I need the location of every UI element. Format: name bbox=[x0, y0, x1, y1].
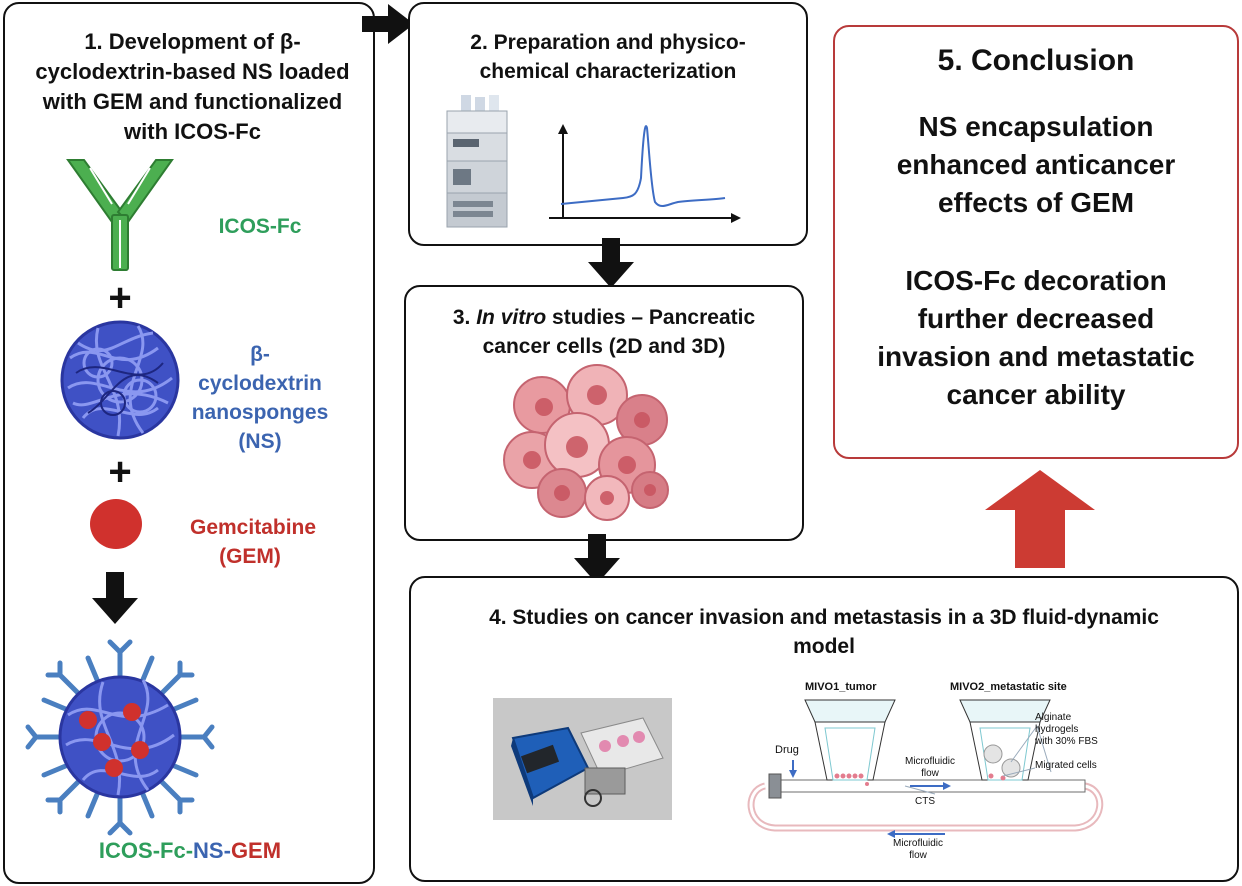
conclusion-para1: NS encapsulation enhanced anticancer eff… bbox=[836, 108, 1236, 222]
drug-label: Drug bbox=[775, 744, 799, 756]
flow-word: flow bbox=[921, 768, 939, 779]
gem-label: Gemcitabine (GEM) bbox=[190, 513, 317, 571]
icos-fc-label: ICOS-Fc bbox=[218, 215, 302, 238]
panel1-title-line: 1. Development of β- bbox=[84, 29, 301, 54]
panel1-title-line: cyclodextrin-based NS loaded bbox=[35, 59, 350, 84]
panel3-title-rest: studies – Pancreatic bbox=[546, 306, 756, 329]
migrated-cells-label: Migrated cells bbox=[1035, 760, 1097, 771]
conclusion-para1-line: enhanced anticancer bbox=[896, 149, 1176, 180]
bioreactor-device-image bbox=[493, 698, 672, 820]
down-arrow-icon bbox=[588, 238, 634, 288]
mivo1-label: MIVO1_tumor bbox=[805, 681, 877, 693]
gem-label-line: Gemcitabine bbox=[190, 516, 317, 539]
panel4-title-line: 4. Studies on cancer invasion and metast… bbox=[489, 606, 1159, 629]
panel2-title-line: chemical characterization bbox=[479, 60, 737, 83]
ns-label-line: (NS) bbox=[238, 430, 282, 453]
alginate-line: Alginate hydrogels bbox=[1035, 712, 1079, 735]
microfluidic-schematic: MIVO1_tumor MIVO2_metastatic site Drug M… bbox=[745, 678, 1115, 868]
mivo2-label: MIVO2_metastatic site bbox=[950, 681, 1067, 693]
alginate-line: with 30% FBS bbox=[1035, 736, 1098, 747]
conclusion-para2-line: cancer ability bbox=[946, 379, 1126, 410]
ns-label: β-cyclodextrin nanosponges (NS) bbox=[190, 340, 330, 456]
panel1-title-line: with GEM and functionalized bbox=[42, 89, 343, 114]
cancer-cells-cluster-icon bbox=[503, 364, 669, 521]
gem-label-line: (GEM) bbox=[219, 545, 281, 568]
microfluidic-word: Microfluidic bbox=[893, 838, 944, 849]
plus-sign: + bbox=[108, 450, 132, 494]
final-label-icos: ICOS-Fc bbox=[98, 838, 186, 863]
cts-label: CTS bbox=[915, 796, 935, 807]
panel4-title: 4. Studies on cancer invasion and metast… bbox=[412, 603, 1236, 661]
microfluidic-word: Microfluidic bbox=[905, 756, 956, 767]
conclusion-para2-line: further decreased bbox=[917, 303, 1155, 334]
chromatogram-icon bbox=[549, 124, 741, 223]
final-label-ns: NS bbox=[193, 838, 224, 863]
panel2-title: 2. Preparation and physico- chemical cha… bbox=[412, 28, 804, 86]
panel-conclusion bbox=[833, 25, 1239, 459]
ns-label-line: nanosponges bbox=[191, 401, 329, 424]
conclusion-para2: ICOS-Fc decoration further decreased inv… bbox=[836, 262, 1236, 414]
icos-ns-gem-label: ICOS-Fc-NS-GEM bbox=[60, 838, 320, 864]
gemcitabine-drop-icon bbox=[90, 499, 142, 549]
antibody-icon bbox=[66, 159, 174, 271]
ns-label-line: β-cyclodextrin bbox=[198, 343, 322, 395]
flow-word: flow bbox=[909, 850, 927, 861]
panel3-title-line: 3. In vitro studies – Pancreatic bbox=[406, 303, 802, 332]
microfluidic-flow-label-top: Microfluidic flow bbox=[905, 756, 955, 780]
down-arrow-icon bbox=[574, 534, 620, 584]
microfluidic-flow-label-bottom: Microfluidic flow bbox=[893, 838, 943, 862]
hplc-instrument-icon bbox=[446, 95, 508, 228]
conclusion-para1-line: effects of GEM bbox=[937, 187, 1135, 218]
final-label-sep: - bbox=[185, 838, 194, 863]
conclusion-para2-line: ICOS-Fc decoration bbox=[905, 265, 1167, 296]
final-label-gem: GEM bbox=[230, 838, 282, 863]
nanosponge-icon bbox=[60, 320, 180, 440]
up-arrow-icon bbox=[985, 470, 1095, 568]
panel3-title-prefix: 3. bbox=[452, 306, 477, 329]
conclusion-title: 5. Conclusion bbox=[937, 44, 1135, 77]
panel3-title-line: cancer cells (2D and 3D) bbox=[482, 335, 726, 358]
panel3-title: 3. In vitro studies – Pancreatic cancer … bbox=[406, 303, 802, 361]
right-arrow-icon bbox=[362, 4, 414, 44]
panel1-title: 1. Development of β- cyclodextrin-based … bbox=[20, 27, 365, 147]
down-arrow-icon bbox=[92, 572, 138, 624]
panel2-title-line: 2. Preparation and physico- bbox=[470, 31, 746, 54]
panel4-title-line: model bbox=[793, 635, 855, 658]
final-label-sep: - bbox=[223, 838, 231, 863]
icos-ns-gem-particle-icon bbox=[25, 639, 215, 836]
bioreactor-icon bbox=[493, 698, 672, 820]
conclusion-para2-line: invasion and metastatic bbox=[877, 341, 1195, 372]
conclusion-para1-line: NS encapsulation bbox=[918, 111, 1154, 142]
panel1-title-line: with ICOS-Fc bbox=[124, 119, 261, 144]
plus-sign: + bbox=[108, 276, 132, 320]
schematic-drawing bbox=[747, 699, 1104, 838]
alginate-label: Alginate hydrogels with 30% FBS bbox=[1035, 712, 1115, 748]
panel3-title-italic: In vitro bbox=[476, 306, 547, 329]
